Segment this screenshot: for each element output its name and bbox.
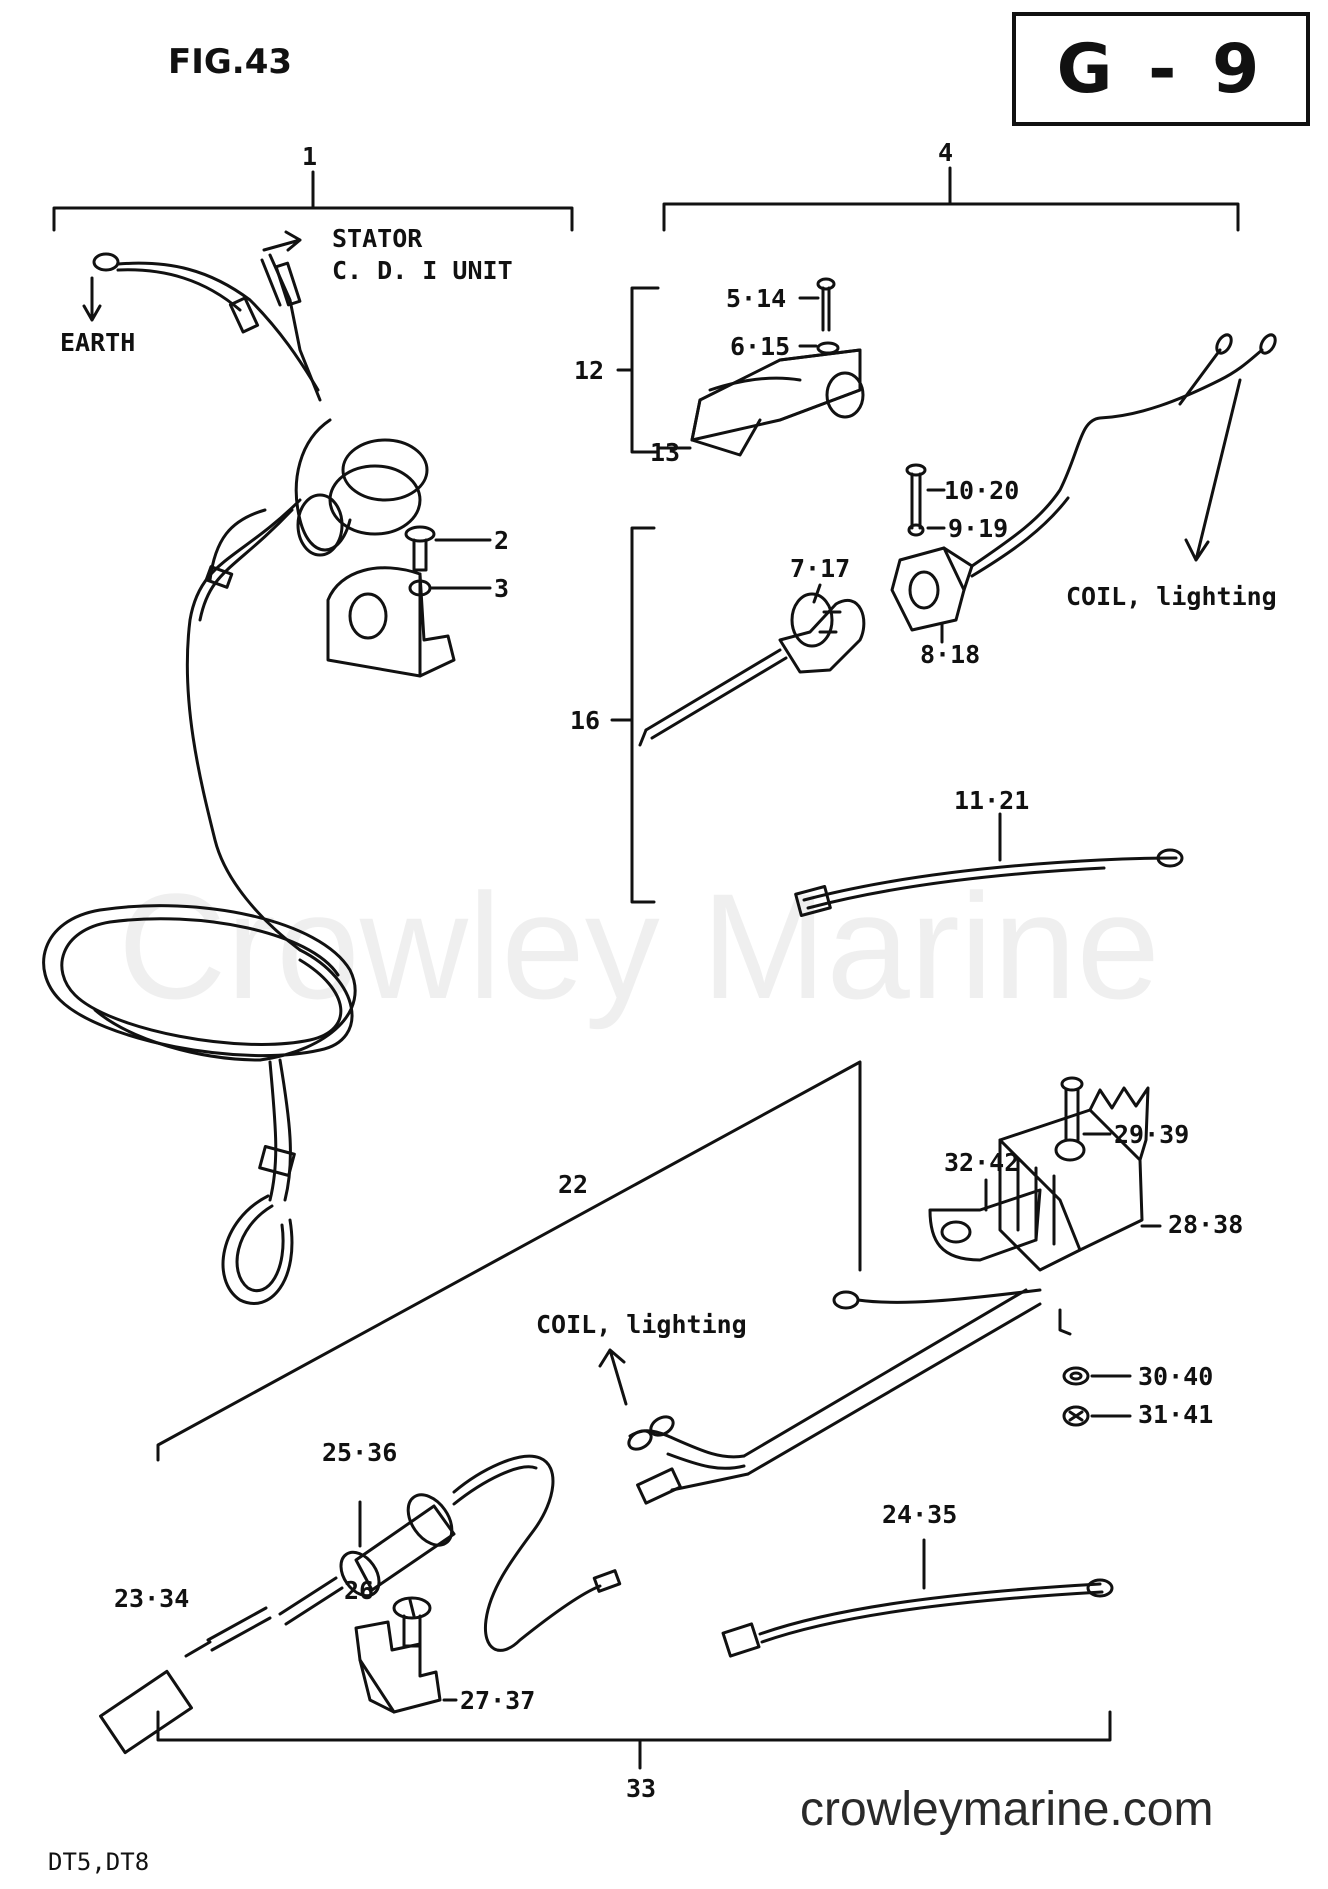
label-part-11-21: 11·21 (954, 786, 1030, 815)
label-part-30-40: 30·40 (1138, 1362, 1214, 1391)
group-bracket-1 (52, 170, 574, 232)
label-part-4: 4 (938, 138, 954, 167)
label-part-1: 1 (302, 142, 318, 171)
plate-code: G - 9 (1056, 29, 1266, 109)
label-part-16: 16 (570, 706, 601, 735)
label-part-23-34: 23·34 (114, 1584, 190, 1613)
label-part-25-36: 25·36 (322, 1438, 398, 1467)
label-part-22: 22 (558, 1170, 589, 1199)
label-part-3: 3 (494, 574, 510, 603)
label-part-5-14: 5·14 (726, 284, 787, 313)
plate-code-box: G - 9 (1012, 12, 1310, 126)
stop-switch-icon (42, 230, 429, 1305)
figure-title: FIG.43 (168, 42, 293, 82)
washer-3 (408, 579, 492, 597)
label-part-27-37: 27·37 (460, 1686, 536, 1715)
label-coil-lighting-upper: COIL, lighting (1066, 582, 1277, 611)
rectifier-icon (598, 1076, 1162, 1505)
label-part-29-39: 29·39 (1114, 1120, 1190, 1149)
lead-11-21 (794, 812, 1184, 918)
bracket-12-13 (616, 286, 660, 454)
label-part-31-41: 31·41 (1138, 1400, 1214, 1429)
label-coil-lighting-lower: COIL, lighting (536, 1310, 747, 1339)
plug-7-17 (638, 583, 866, 747)
label-earth: EARTH (60, 328, 136, 357)
clip-icon (354, 1596, 458, 1714)
fuse-holder-icon (99, 1454, 622, 1755)
site-url[interactable]: crowleymarine.com (800, 1783, 1214, 1836)
label-part-13: 13 (650, 438, 681, 467)
label-part-10-20: 10·20 (944, 476, 1020, 505)
label-part-33: 33 (626, 1774, 657, 1803)
label-part-24-35: 24·35 (882, 1500, 958, 1529)
bracket-22 (156, 1060, 862, 1462)
label-part-26: 26 (344, 1576, 375, 1605)
label-stator: STATOR (332, 224, 423, 253)
screw-2 (404, 525, 492, 572)
watermark-text: Crowley Marine (118, 862, 1160, 1030)
connector-icon (656, 277, 865, 457)
label-part-9-19: 9·19 (948, 514, 1009, 543)
socket-8-18 (890, 333, 1277, 644)
label-part-28-38: 28·38 (1168, 1210, 1244, 1239)
label-cdi-unit: C. D. I UNIT (332, 256, 513, 285)
label-part-6-15: 6·15 (730, 332, 791, 361)
bracket-icon (326, 566, 456, 678)
label-part-7-17: 7·17 (790, 554, 851, 583)
group-bracket-33 (156, 1710, 1112, 1770)
bracket-16 (610, 526, 656, 904)
label-part-12: 12 (574, 356, 605, 385)
label-part-8-18: 8·18 (920, 640, 981, 669)
group-bracket-4 (662, 166, 1240, 232)
label-part-2: 2 (494, 526, 510, 555)
lead-24-35 (721, 1538, 1114, 1658)
footer-models: DT5,DT8 (48, 1848, 150, 1876)
label-part-32-42: 32·42 (944, 1148, 1020, 1177)
